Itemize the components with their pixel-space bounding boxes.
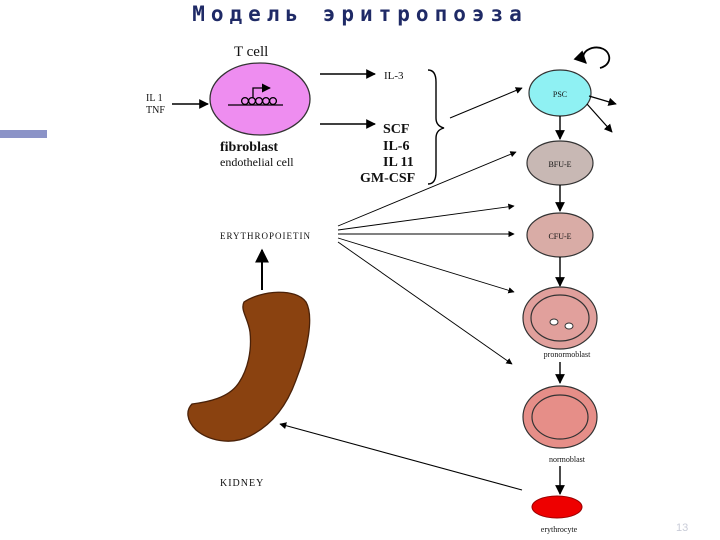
accent-bar [0, 130, 47, 138]
t-cell-label: T cell [234, 44, 268, 60]
gmcsf-label: GM-CSF [360, 171, 415, 186]
tnf-label: TNF [146, 105, 165, 116]
pronormoblast-cell [522, 286, 598, 350]
normoblast-label: normoblast [549, 455, 586, 464]
bfue-label: BFU-E [548, 160, 571, 169]
erythrocyte-feedback-arrow [279, 422, 523, 491]
cfue-label: CFU-E [548, 232, 571, 241]
il3-label: IL-3 [384, 70, 404, 82]
factor-bracket [427, 69, 445, 185]
erythropoietin-label: ERYTHROPOIETIN [220, 231, 311, 241]
slide-title: Модель эритропоэза [192, 2, 528, 26]
erythrocyte-cell [531, 495, 583, 519]
scf-label: SCF [383, 122, 409, 137]
il11-label: IL 11 [383, 155, 414, 170]
fibroblast-label: fibroblast [220, 140, 278, 155]
psc-differentiation-arrows [586, 95, 617, 133]
endothelial-label: endothelial cell [220, 155, 294, 169]
psc-label: PSC [553, 90, 567, 99]
il1-label: IL 1 [146, 93, 163, 104]
epo-target-arrows [337, 151, 517, 365]
kidney-shape [187, 291, 311, 442]
erythrocyte-label: erythrocyte [541, 525, 578, 534]
normoblast-cell [522, 385, 598, 449]
corner-mark: 13 [676, 522, 689, 534]
kidney-label: KIDNEY [220, 478, 264, 489]
fibroblast-cell [209, 62, 311, 136]
gene-promoter-icon [228, 83, 283, 106]
il3-to-psc-arrow [449, 87, 523, 119]
self-renewal-arrow [573, 46, 611, 69]
il6-label: IL-6 [383, 139, 409, 154]
pronormoblast-label: pronormoblast [544, 350, 591, 359]
